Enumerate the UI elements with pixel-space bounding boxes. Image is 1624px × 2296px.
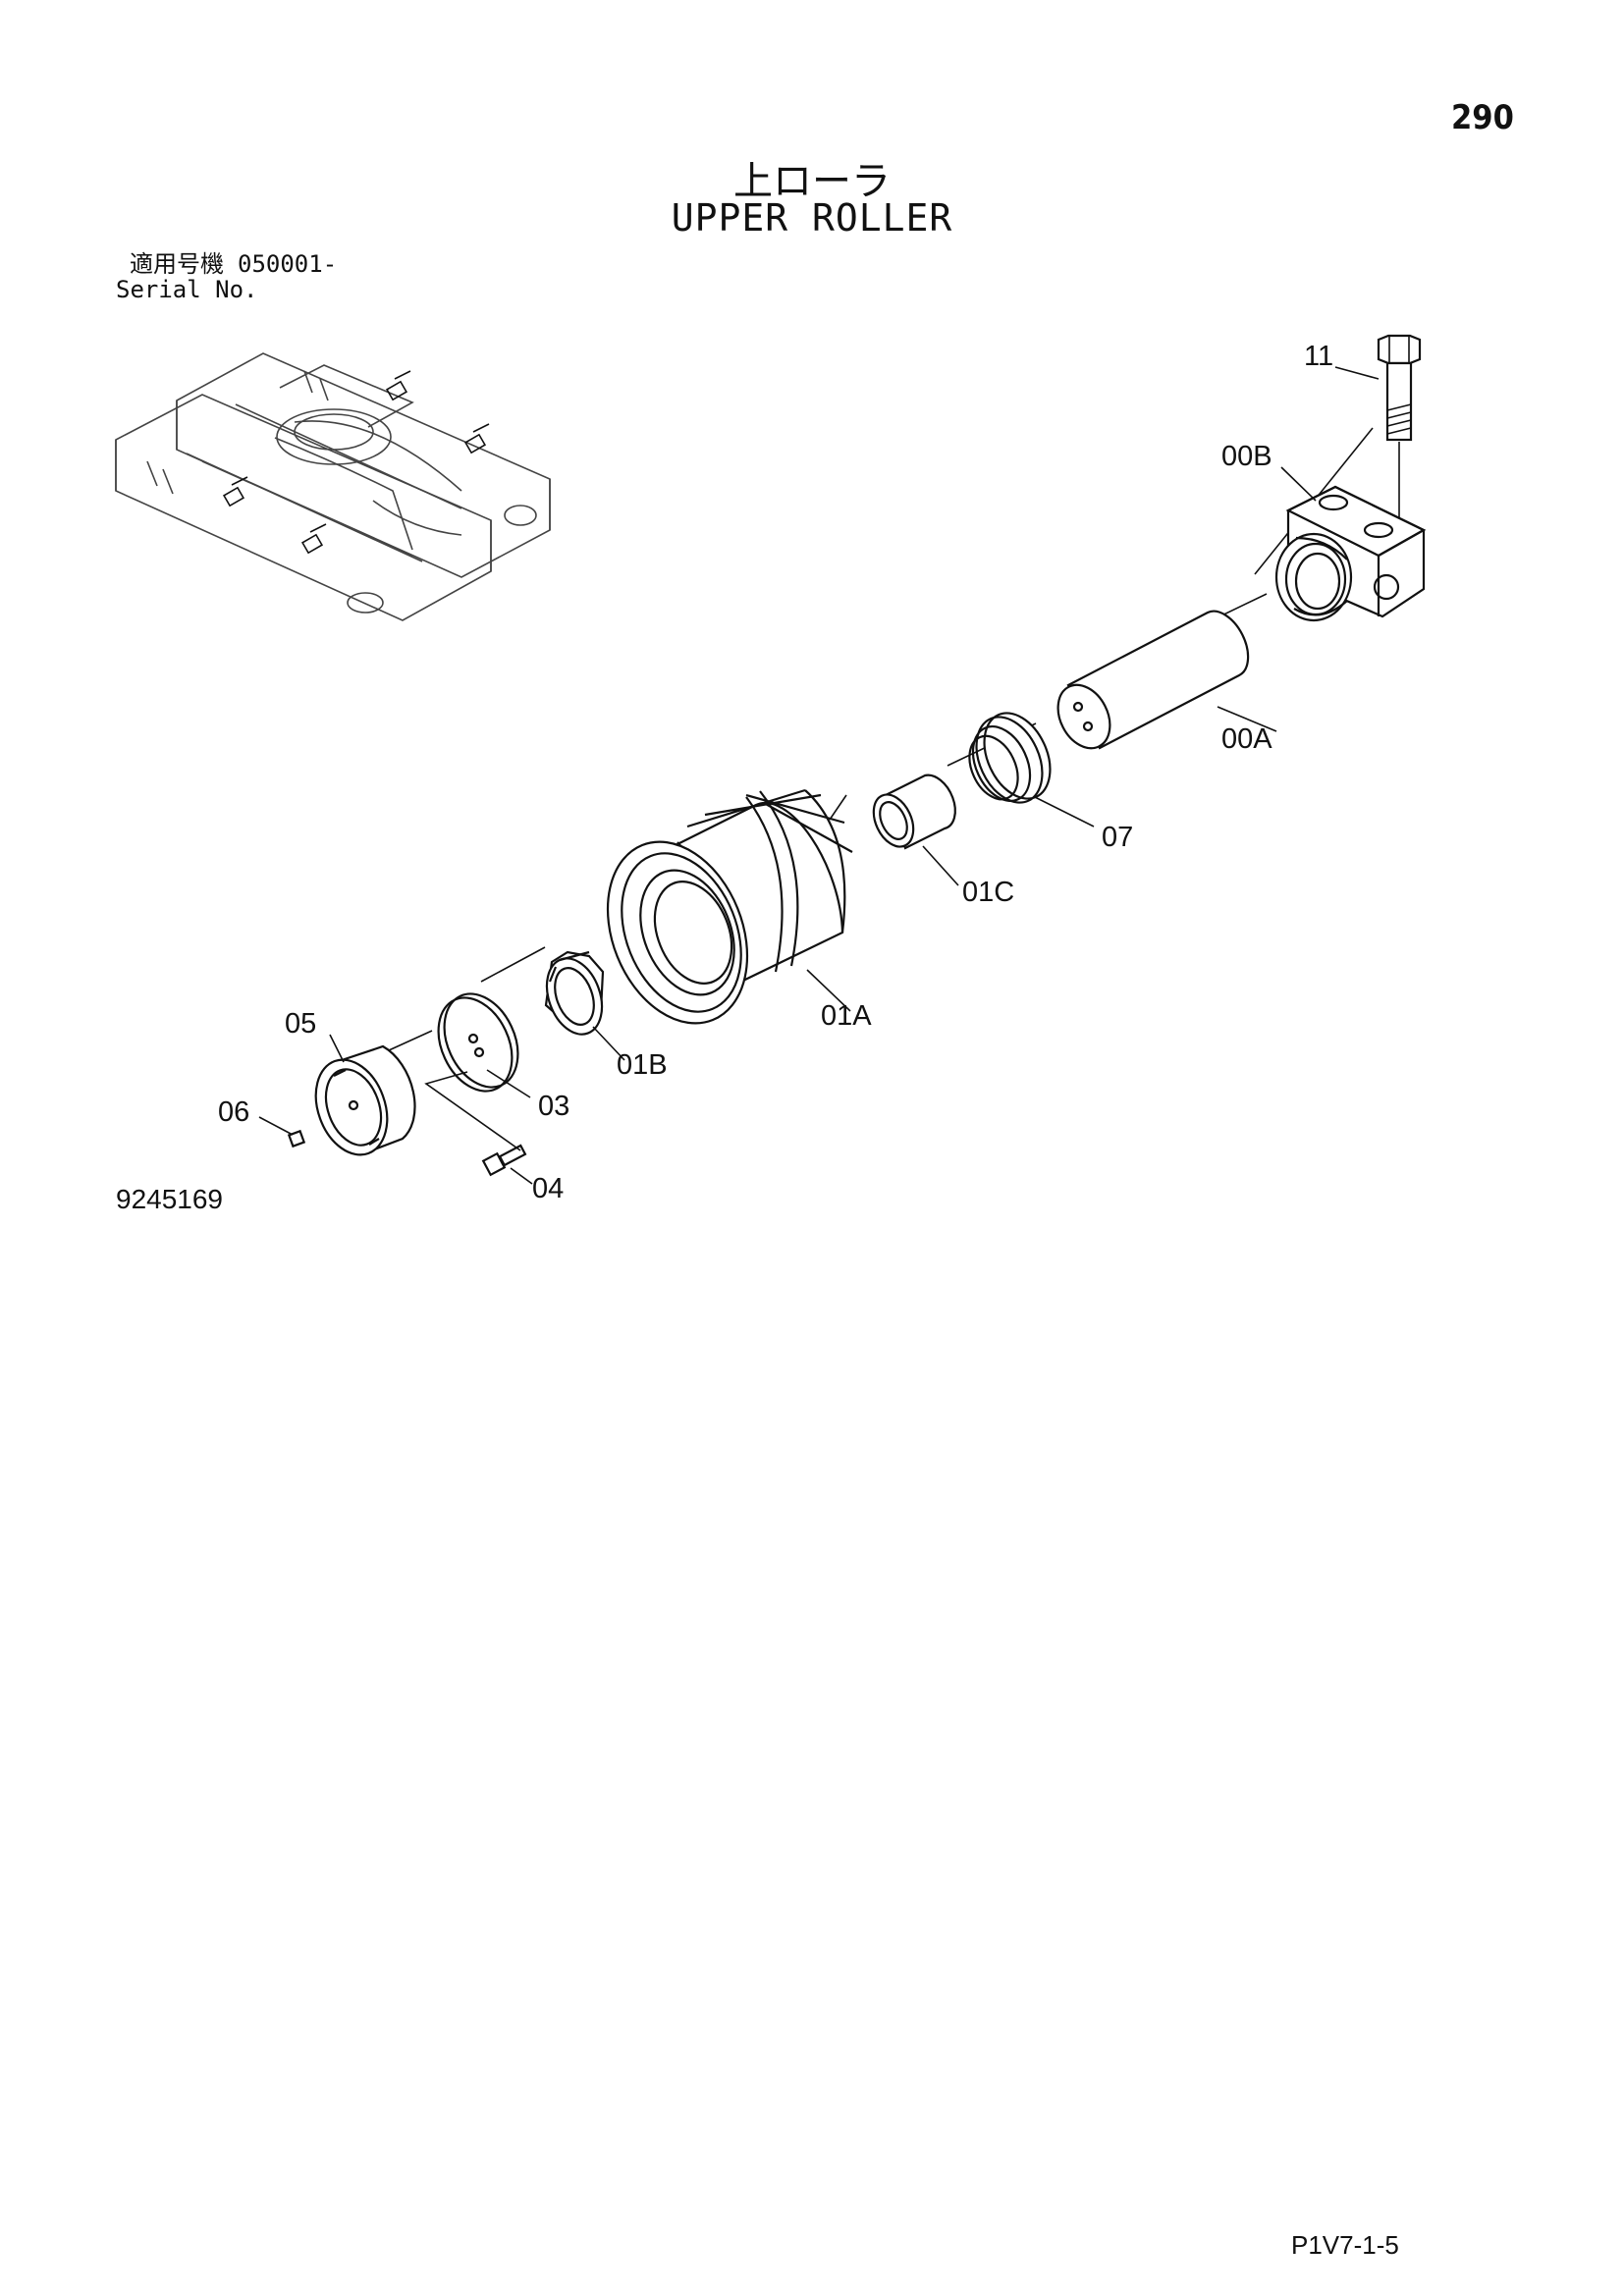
part-11-bolt [1377,334,1422,518]
callout-01B: 01B [617,1049,668,1081]
locator-roller-d [300,523,327,555]
page-title-jp: 上ローラ [733,159,891,204]
track-frame-illustration [115,352,551,621]
serial-value: 050001- [238,250,338,278]
part-01B-ring [544,950,605,1036]
serial-block: 適用号機 050001- Serial No. [116,251,337,302]
part-01A-roller [606,788,853,1025]
callout-03: 03 [538,1091,569,1122]
locator-roller-b [463,423,490,454]
part-07-seal [968,712,1052,804]
part-01C-bushing [872,774,956,850]
serial-label-en: Serial No. [116,276,258,303]
callout-07: 07 [1102,822,1133,853]
locator-roller-a [385,370,411,401]
callout-05: 05 [285,1008,316,1040]
part-04-screw [481,1144,527,1177]
part-00A-shaft [1056,610,1250,750]
callout-00B: 00B [1221,441,1272,472]
page-title-en: UPPER ROLLER [671,196,953,240]
part-03-plate [437,992,519,1093]
part-00B-bracket [1274,485,1427,622]
page-number: 290 [1451,98,1514,137]
callout-01A: 01A [821,1000,872,1032]
part-06-plug [287,1129,306,1148]
callout-06: 06 [218,1096,249,1128]
locator-roller-c [222,476,248,507]
callout-04: 04 [532,1173,564,1204]
footer-page-code: P1V7-1-5 [1291,2230,1399,2260]
part-05-cover [314,1044,416,1156]
callout-00A: 00A [1221,723,1272,755]
leader-lines [258,366,1380,1185]
serial-label-jp: 適用号機 [130,250,224,278]
callout-11: 11 [1304,341,1333,372]
diagram-code: 9245169 [116,1184,224,1214]
callout-01C: 01C [962,877,1014,908]
